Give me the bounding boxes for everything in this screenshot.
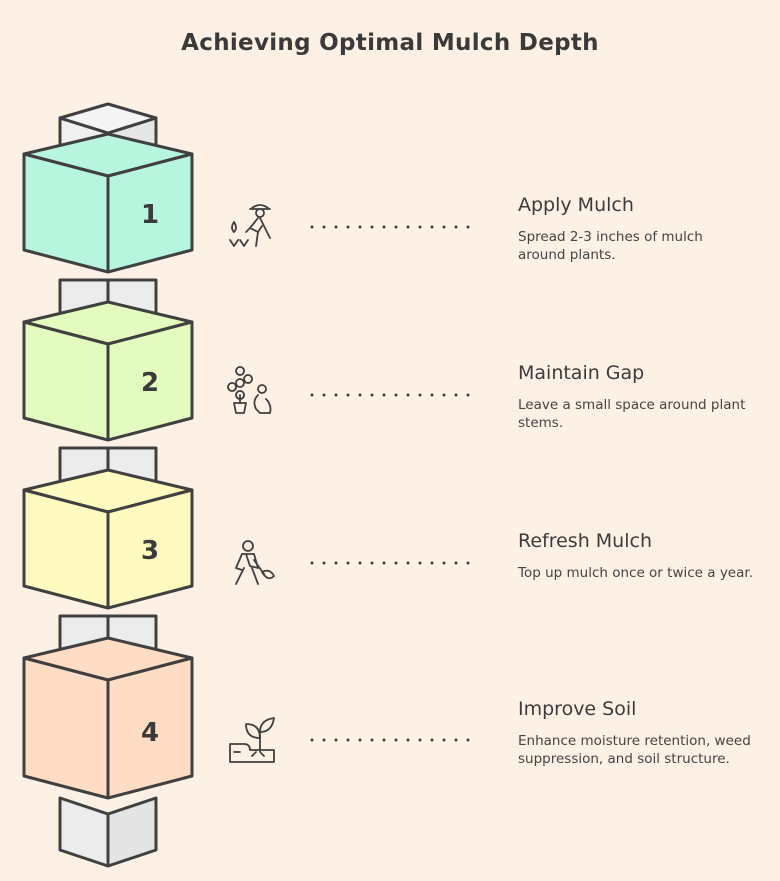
step-cube-3: 3 — [22, 468, 194, 610]
step-cube-left-face — [22, 656, 110, 800]
step-cube-right-face — [106, 488, 194, 610]
step-title-2: Maintain Gap — [518, 362, 645, 384]
diagram-title: Achieving Optimal Mulch Depth — [181, 30, 599, 56]
step-title-4: Improve Soil — [518, 698, 637, 720]
step-cube-right-face — [106, 656, 194, 800]
step-cube-right-face — [106, 320, 194, 442]
step-cube-left-face — [22, 320, 110, 442]
step-cube-right-face — [106, 152, 194, 274]
sprout-in-soil-icon — [229, 717, 275, 763]
step-description-3: Top up mulch once or twice a year. — [518, 565, 753, 581]
step-description-1: Spread 2-3 inches of mulch around plants… — [518, 229, 703, 263]
step-cube-4: 4 — [22, 636, 194, 800]
step-description-2: Leave a small space around plant stems. — [518, 397, 746, 431]
step-description-4: Enhance moisture retention, weed suppres… — [518, 733, 751, 767]
dotted-connectors — [310, 225, 474, 742]
step-number: 1 — [141, 200, 159, 230]
step-cube-1: 1 — [22, 132, 194, 274]
step-cube-left-face — [22, 152, 110, 274]
potted-flower-person-icon — [227, 366, 272, 414]
person-shoveling-icon — [235, 540, 275, 585]
step-cube-left-face — [22, 488, 110, 610]
column-bottom-right — [106, 796, 158, 868]
step-number: 3 — [141, 536, 159, 566]
step-number: 4 — [141, 718, 159, 748]
gardener-planting-icon — [229, 204, 271, 247]
step-cube-2: 2 — [22, 300, 194, 442]
step-title-3: Refresh Mulch — [518, 530, 652, 552]
column-bottom-left — [58, 796, 110, 868]
column-top-cap — [58, 102, 158, 135]
step-title-1: Apply Mulch — [518, 194, 634, 216]
step-number: 2 — [141, 368, 159, 398]
